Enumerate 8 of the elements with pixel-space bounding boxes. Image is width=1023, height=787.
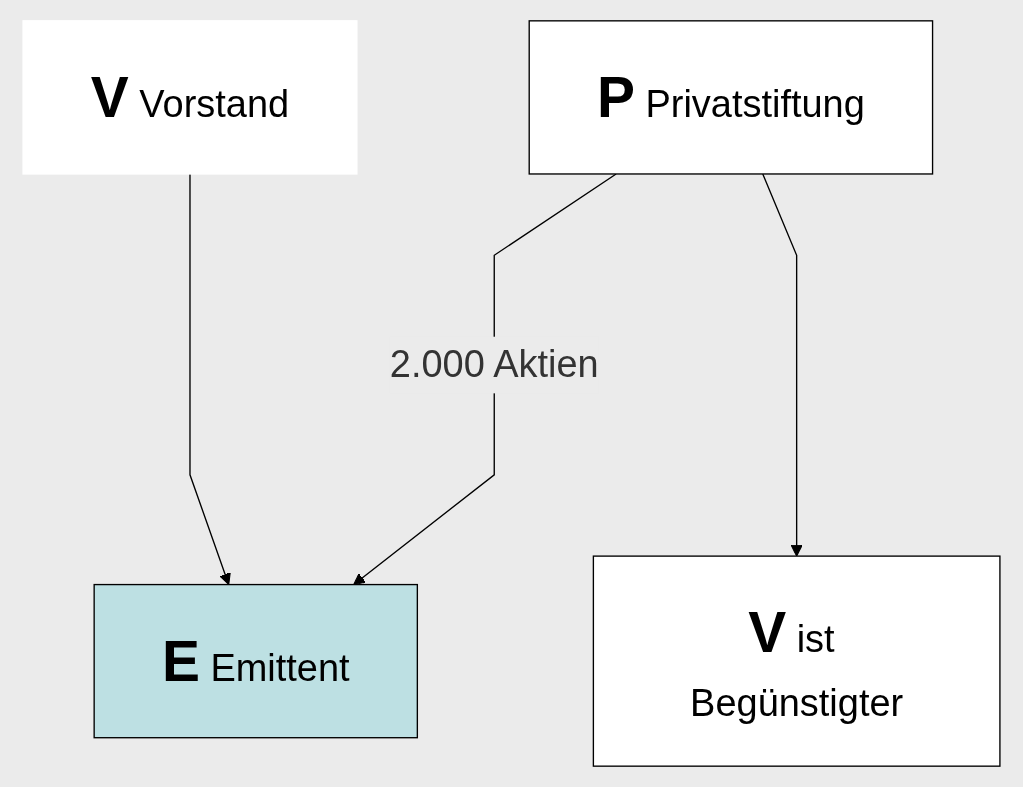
node-box: V Vorstand <box>22 20 358 175</box>
node-box: V ist Begünstigter <box>592 555 1001 767</box>
edge-label: 2.000 Aktien <box>389 343 599 386</box>
node-box: P Privatstiftung <box>528 20 934 175</box>
arrow <box>762 173 803 557</box>
arrow <box>353 173 617 586</box>
arrow <box>189 173 231 586</box>
node-box: E Emittent <box>93 583 419 739</box>
